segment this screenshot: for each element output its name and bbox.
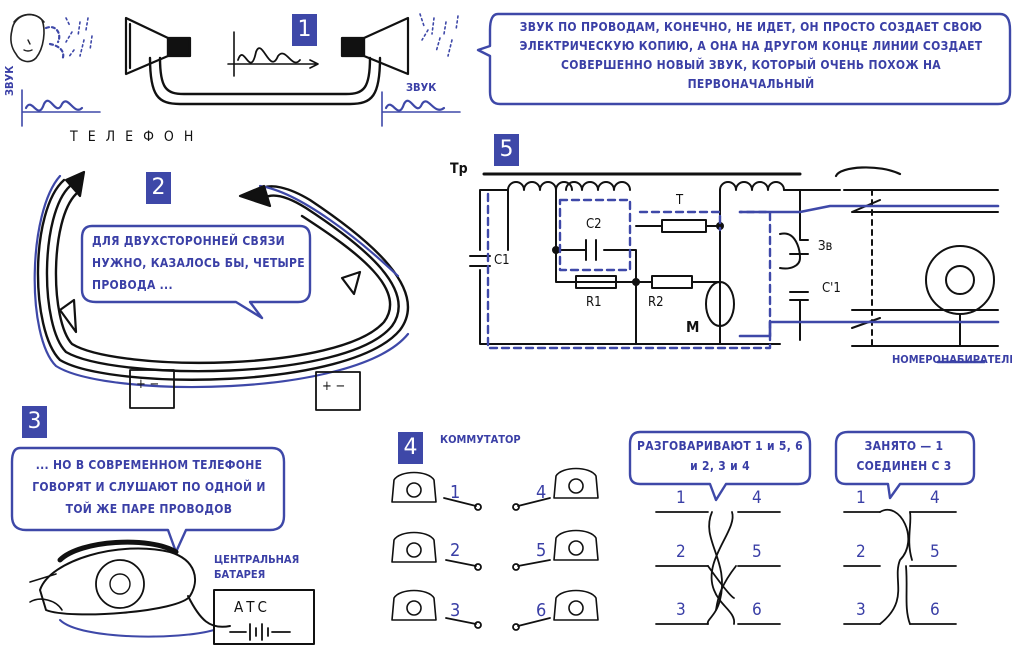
r2-label: R2	[648, 296, 664, 309]
transformer-label: Тр	[450, 162, 468, 176]
central-battery-label: ЦЕНТРАЛЬНАЯ БАТАРЕЯ	[214, 552, 304, 582]
talking-left-1: 1	[676, 490, 686, 507]
busy-left-2: 2	[856, 544, 866, 561]
telephone-caption: ТЕЛЕФОН	[70, 130, 203, 144]
busy-left-1: 1	[856, 490, 866, 507]
battery-left-sign: + −	[136, 378, 159, 391]
bubble-one-pair: ... НО В СОВРЕМЕННОМ ТЕЛЕФОНЕ ГОВОРЯТ И …	[22, 454, 276, 520]
dialer-label: НОМЕРОНАБИРАТЕЛЬ	[892, 354, 1012, 365]
c1-label: C1	[494, 254, 510, 267]
t-label: Т	[676, 194, 683, 207]
phone-6-number: 6	[536, 602, 546, 620]
phone-2-number: 2	[450, 542, 460, 560]
sound-label-right: ЗВУК	[406, 82, 436, 93]
talking-right-5: 5	[752, 544, 762, 561]
phone-3-number: 3	[450, 602, 460, 620]
bell-label: Зв	[818, 240, 832, 253]
panel-5-circuit	[470, 167, 998, 346]
bubble-busy: ЗАНЯТО — 1 СОЕДИНЕН С 3	[838, 436, 970, 476]
switchboard-title: КОММУТАТОР	[440, 434, 521, 445]
panel-4-number: 4	[398, 432, 423, 464]
phone-5-number: 5	[536, 542, 546, 560]
c1-prime-label: C'1	[822, 282, 841, 295]
busy-left-3: 3	[856, 602, 866, 619]
talking-right-6: 6	[752, 602, 762, 619]
c2-label: C2	[586, 218, 602, 231]
busy-right-6: 6	[930, 602, 940, 619]
phone-4-number: 4	[536, 484, 546, 502]
talking-left-3: 3	[676, 602, 686, 619]
panel-5-dashed-path	[488, 194, 770, 348]
panel-5-number: 5	[494, 134, 519, 166]
busy-right-4: 4	[930, 490, 940, 507]
talking-right-4: 4	[752, 490, 762, 507]
bubble-talking: РАЗГОВАРИВАЮТ 1 и 5, 6 и 2, 3 и 4	[634, 436, 806, 476]
ats-label: АТС	[234, 600, 270, 615]
panel-1-number: 1	[292, 14, 317, 46]
bubble-electric-copy: ЗВУК ПО ПРОВОДАМ, КОНЕЧНО, НЕ ИДЕТ, ОН П…	[508, 18, 994, 94]
microphone-label: М	[686, 320, 699, 335]
busy-right-5: 5	[930, 544, 940, 561]
sound-label-left: ЗВУК	[4, 66, 15, 96]
panel-2-number: 2	[146, 172, 171, 204]
battery-right-sign: + −	[322, 380, 345, 393]
panel-3-number: 3	[22, 406, 47, 438]
phone-1-number: 1	[450, 484, 460, 502]
talking-left-2: 2	[676, 544, 686, 561]
r1-label: R1	[586, 296, 602, 309]
bubble-four-wires: ДЛЯ ДВУХСТОРОННЕЙ СВЯЗИ НУЖНО, КАЗАЛОСЬ …	[92, 230, 306, 296]
